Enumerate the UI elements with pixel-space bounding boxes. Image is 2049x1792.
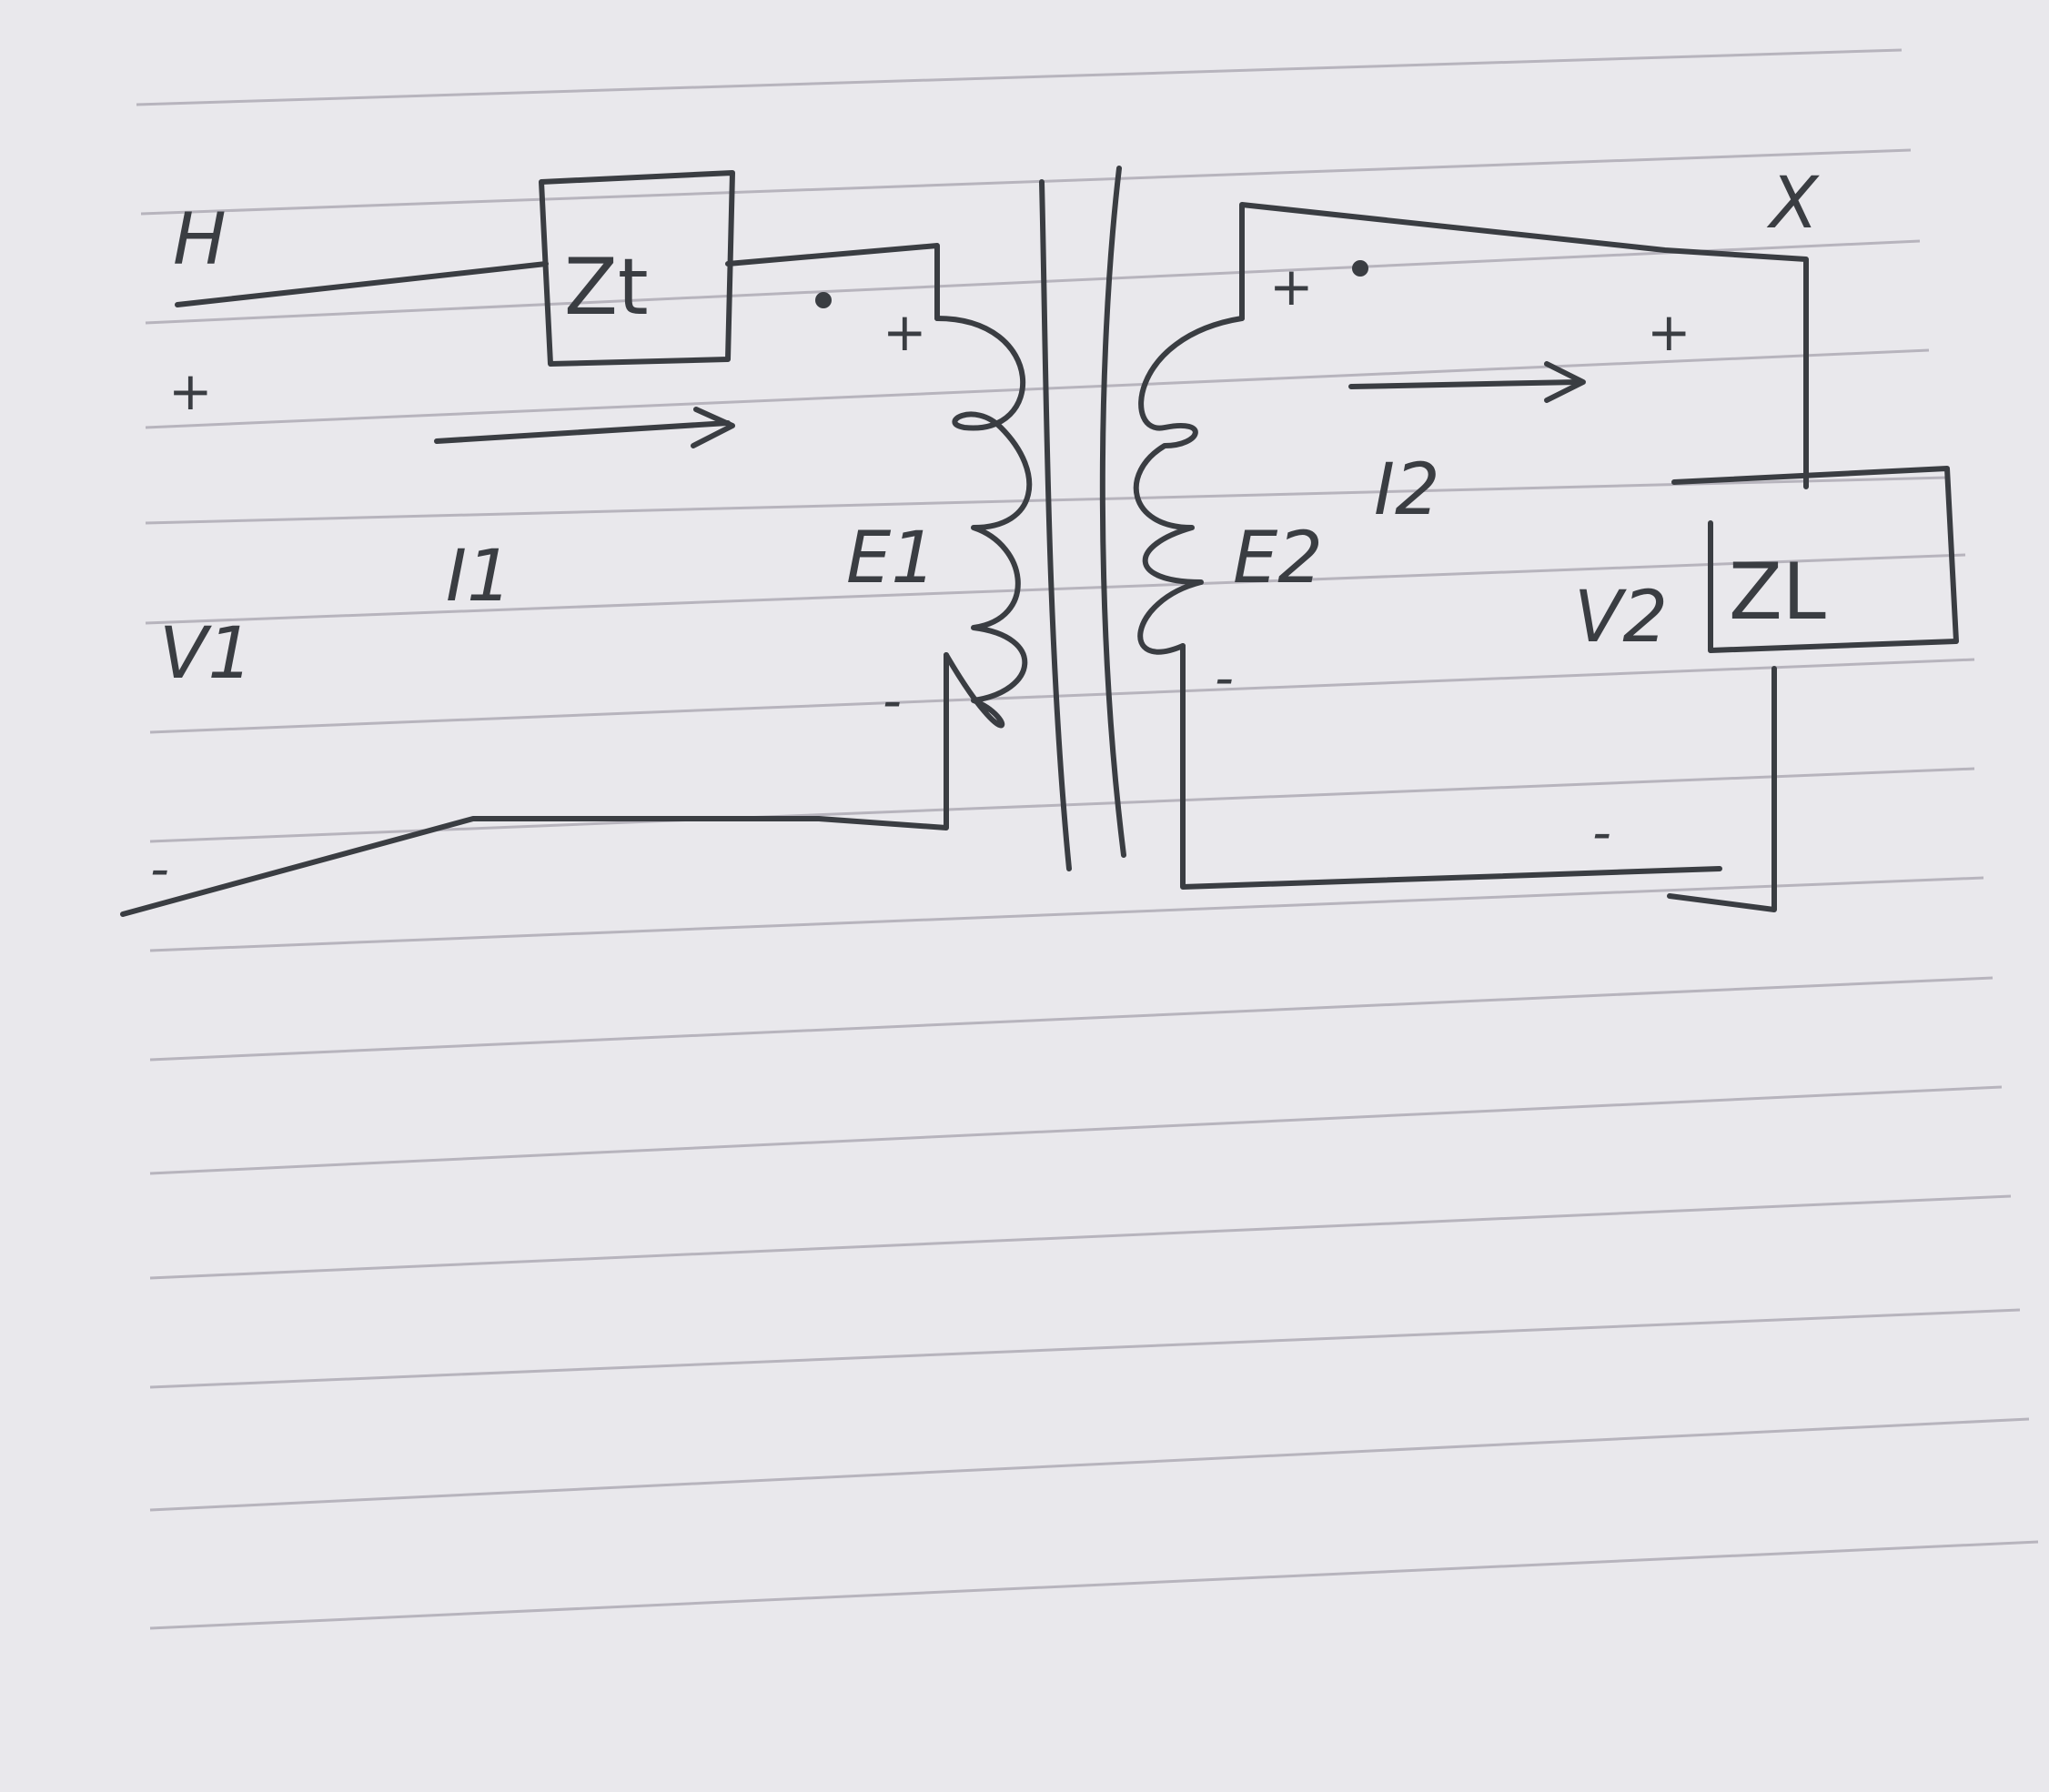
zl-impedance-box — [1671, 466, 1959, 653]
secondary-coil — [1133, 316, 1245, 655]
zt-label: Zt — [564, 242, 649, 333]
e1-minus-sign: - — [883, 669, 902, 731]
primary-wiring — [120, 243, 949, 917]
v2-label: V2 — [1574, 577, 1668, 659]
e2-plus-sign: + — [1269, 256, 1314, 317]
terminal-h-label: H — [173, 199, 227, 281]
v2-plus-sign: + — [1647, 301, 1691, 363]
ruled-lines — [136, 48, 2039, 1630]
secondary-polarity-dot — [1352, 260, 1368, 277]
i1-label: I1 — [446, 536, 512, 618]
i2-label: I2 — [1374, 449, 1440, 531]
v1-plus-sign: + — [168, 360, 213, 422]
primary-coil — [934, 316, 1033, 729]
e2-minus-sign: - — [1215, 647, 1234, 709]
current-i2-arrow — [1348, 379, 1581, 389]
zl-label: ZL — [1729, 547, 1826, 638]
secondary-wiring — [1180, 202, 1809, 912]
e1-plus-sign: + — [883, 301, 927, 363]
e1-label: E1 — [846, 518, 936, 599]
v1-label: V1 — [159, 613, 253, 695]
current-i1-arrow — [434, 420, 731, 444]
v1-minus-sign: - — [150, 838, 169, 900]
primary-polarity-dot — [815, 292, 832, 308]
v2-minus-sign: - — [1592, 801, 1611, 863]
transformer-core — [1039, 166, 1126, 871]
e2-label: E2 — [1233, 518, 1323, 599]
terminal-x-label: X — [1766, 163, 1820, 245]
zt-impedance-box — [539, 170, 735, 367]
